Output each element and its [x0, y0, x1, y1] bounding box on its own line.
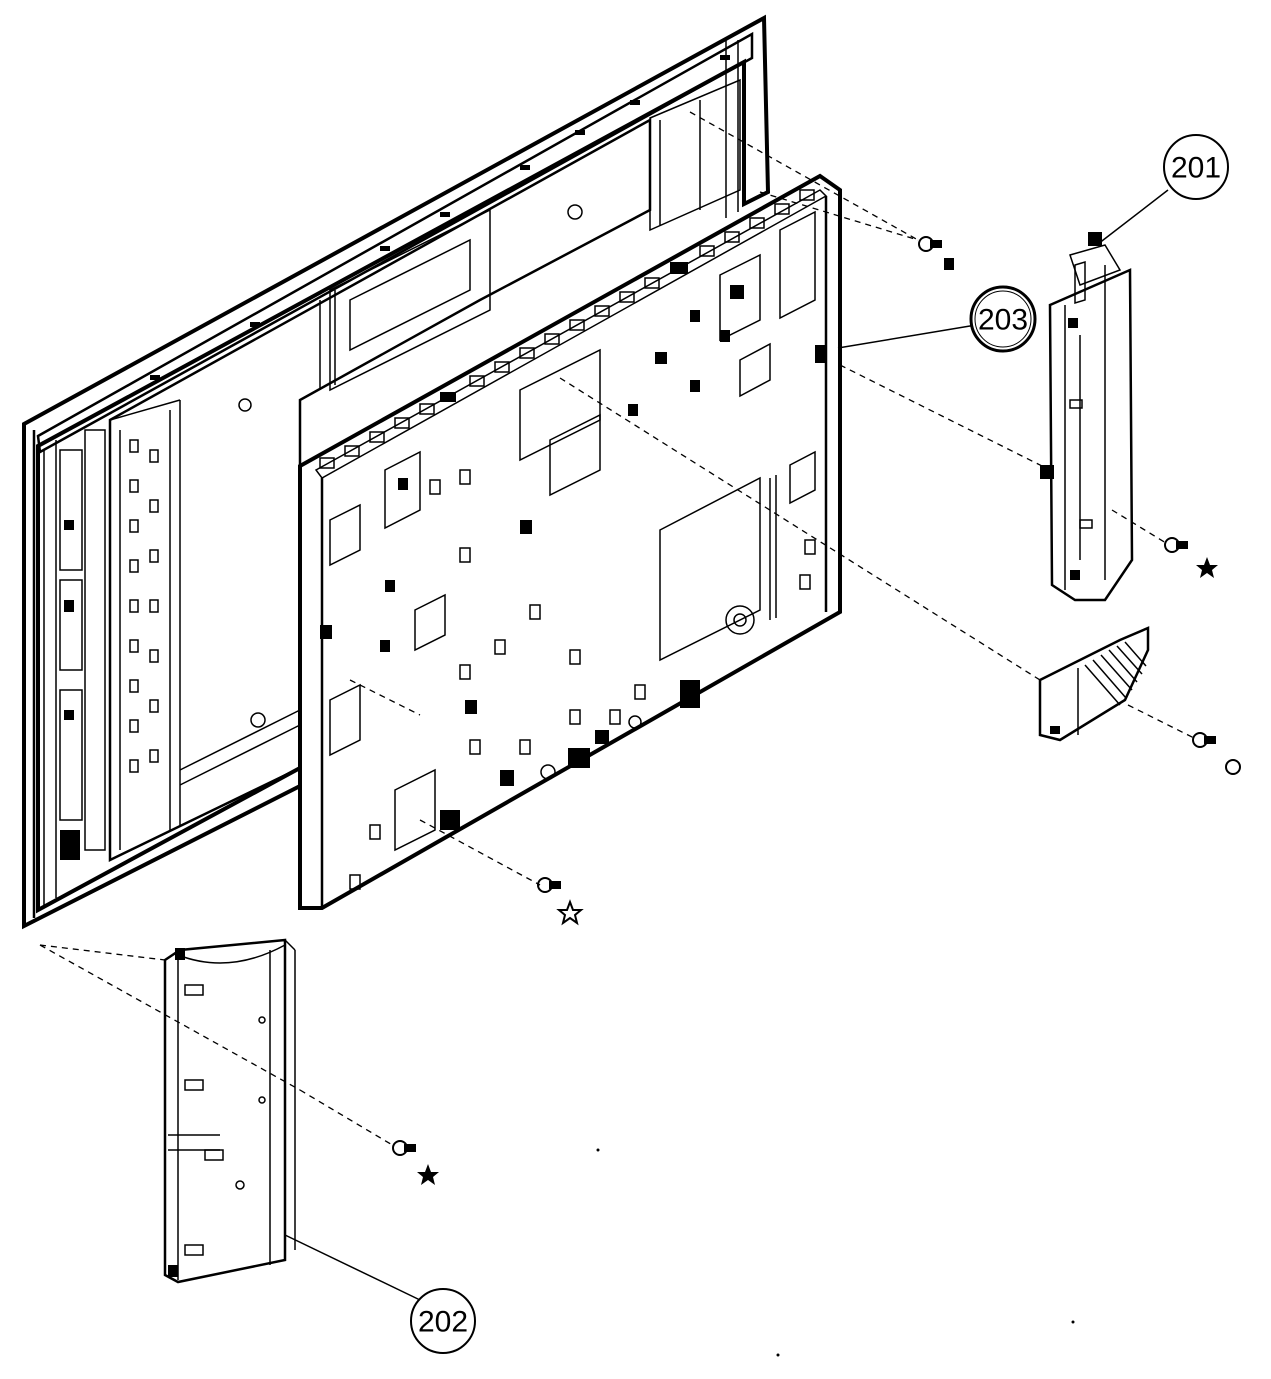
frame-top-tabs [150, 55, 730, 380]
screw-markers [392, 236, 1241, 1185]
part-202-side-bracket [163, 938, 296, 1284]
star-outline-icon [556, 899, 584, 926]
callout-202: 202 [410, 1288, 476, 1354]
star-icon [1196, 557, 1218, 578]
callout-203: 203 [969, 285, 1037, 353]
pcb-components [320, 210, 827, 890]
main-circuit-board [298, 173, 842, 910]
callout-201: 201 [1163, 134, 1229, 200]
callout-label: 202 [418, 1306, 468, 1339]
pcb-connector-row [319, 189, 815, 469]
callout-label: 203 [978, 304, 1028, 337]
part-201-side-bracket [1040, 232, 1134, 602]
screw-top [918, 236, 954, 270]
tv-rear-frame [22, 14, 771, 930]
callout-leaders [284, 189, 1169, 1301]
heatsink-bracket [1038, 626, 1150, 742]
screw-center [537, 877, 561, 893]
alignment-dashed-lines [39, 111, 1195, 1147]
frame-side-details [59, 204, 583, 860]
star-icon [417, 1164, 439, 1185]
callout-label: 201 [1171, 152, 1221, 185]
screw-heatsink [1192, 732, 1241, 775]
screw-left-bottom [392, 1140, 416, 1156]
screw-right-mid [1164, 537, 1188, 553]
